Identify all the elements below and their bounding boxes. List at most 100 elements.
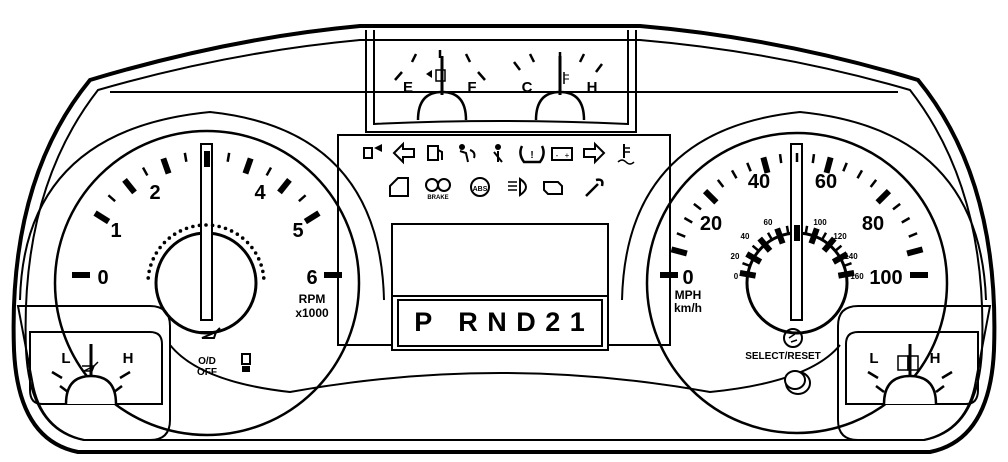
od-off-label-line2: OFF — [197, 367, 217, 378]
tach-redline-dot-22 — [253, 251, 258, 255]
battery-small-icon — [897, 355, 919, 371]
trip-odometer-reset-icon — [783, 328, 803, 348]
svg-text:!: ! — [530, 150, 533, 161]
gear-indicator-frame — [391, 295, 609, 351]
tach-redline-dot-26 — [261, 276, 266, 280]
left-turn-arrow-icon — [392, 141, 415, 165]
speedo-kmh-tick-11 — [820, 232, 828, 242]
tach-redline-dot-17 — [229, 229, 234, 233]
speedo-mph-60: 60 — [815, 171, 837, 193]
speedo-kmh-tick-7 — [785, 225, 790, 235]
speedo-tick-4 — [702, 188, 719, 205]
od-off-label-line1: O/D — [198, 356, 216, 367]
select-reset-label: SELECT/RESET — [745, 351, 821, 362]
speedo-tick-20 — [906, 246, 924, 257]
fuel-gauge: E F — [394, 50, 486, 121]
speedo-kmh-100: 100 — [813, 218, 827, 227]
tach-redline-dot-4 — [154, 251, 159, 255]
speedo-kmh-tick-13 — [833, 244, 843, 253]
tach-redline-dot-0 — [146, 276, 151, 280]
speedo-mph-100: 100 — [869, 267, 902, 289]
tach-redline-dot-24 — [259, 263, 263, 267]
speedo-kmh-0: 0 — [734, 272, 739, 281]
tach-tick-2 — [122, 178, 137, 195]
tach-number-4: 4 — [254, 182, 266, 204]
fuel-empty-label: E — [403, 79, 413, 96]
seatbelt-icon — [493, 144, 503, 163]
tach-redline-dot-6 — [162, 240, 167, 245]
speedo-max-mark — [910, 272, 928, 278]
headlight-icon — [508, 177, 527, 197]
speedo-zero-mark — [660, 272, 678, 278]
tach-number-5: 5 — [292, 220, 303, 242]
oil-low-label: L — [61, 350, 70, 367]
tach-six-mark — [324, 272, 342, 278]
tach-redline-dot-25 — [261, 269, 265, 274]
tach-redline-dot-5 — [158, 245, 162, 250]
speedo-tick-5 — [716, 179, 725, 188]
tach-redline-dot-3 — [151, 257, 156, 261]
brake-label: BRAKE — [427, 195, 448, 201]
speedometer: 0 20 40 60 80 100 0 20 40 60 100 120 140… — [621, 110, 987, 435]
speedo-kmh-tick-12 — [821, 236, 837, 253]
abs-label: ABS — [473, 186, 488, 193]
tach-tick-10 — [277, 178, 292, 195]
temp-cold-label: C — [522, 79, 533, 96]
speedo-kmh-tick-16 — [837, 269, 855, 279]
tach-tick-0 — [93, 210, 111, 225]
oil-can-icon — [200, 327, 221, 339]
coolant-temp-icon — [617, 144, 635, 165]
speedo-tick-17 — [892, 202, 901, 211]
speedo-dial-face — [645, 131, 949, 435]
tach-redline-dot-18 — [235, 232, 240, 236]
tach-tick-7 — [226, 152, 231, 162]
oil-gauge-hub — [64, 374, 118, 405]
tachometer: 0 1 2 4 5 6 RPM x1000 O/D OFF — [19, 110, 385, 437]
gear-indicator-text: P R N D 2 1 — [414, 307, 586, 337]
temperature-gauge: C H — [513, 52, 603, 121]
top-gauge-pod — [365, 30, 637, 133]
tach-redline-dot-1 — [147, 269, 151, 274]
center-display-window — [391, 223, 609, 297]
right-turn-arrow-icon — [583, 141, 606, 165]
tach-tick-5 — [183, 152, 188, 162]
speedo-tick-18 — [901, 216, 911, 224]
tach-tick-8 — [242, 157, 254, 175]
select-reset-button-icon[interactable] — [784, 370, 811, 395]
oil-pressure-small-icon — [82, 361, 99, 372]
speedo-kmh-tick-15 — [842, 261, 852, 268]
fuel-full-label: F — [467, 79, 476, 96]
speedo-kmh-120: 120 — [833, 232, 847, 241]
tach-tick-1 — [107, 194, 116, 203]
tach-outer-arc — [19, 110, 385, 301]
volt-high-label: H — [930, 350, 941, 367]
speedo-tick-6 — [730, 169, 738, 179]
speedo-kmh-tick-14 — [831, 251, 849, 265]
speedo-tick-14 — [856, 169, 864, 179]
speedo-kmh-tick-3 — [751, 244, 761, 253]
coolant-small-icon — [563, 72, 569, 84]
tach-multiplier-label: x1000 — [295, 306, 329, 320]
tach-needle — [200, 143, 213, 321]
speedo-tick-8 — [760, 156, 771, 174]
tach-redline-dot-20 — [245, 240, 250, 245]
tach-tick-4 — [160, 157, 172, 175]
speedo-kmh-tick-4 — [757, 236, 773, 253]
speedo-tick-19 — [908, 232, 918, 238]
speedo-tick-1 — [676, 232, 686, 238]
tach-number-2: 2 — [149, 182, 160, 204]
oil-pressure-gauge: L H — [16, 305, 171, 441]
tach-number-1: 1 — [110, 220, 121, 242]
tach-dial-face — [53, 129, 361, 437]
temp-gauge-hub — [534, 90, 586, 121]
speedo-kmh-tick-2 — [745, 251, 763, 265]
top-gauge-pod-inner — [373, 30, 629, 126]
tach-redline-dot-21 — [250, 245, 254, 250]
fuel-pump-icon — [427, 145, 443, 161]
speedo-mph-20: 20 — [700, 213, 722, 235]
voltmeter-gauge: L H — [837, 305, 992, 441]
speedo-mph-0: 0 — [682, 267, 693, 289]
tach-redline-dot-7 — [167, 236, 172, 240]
speedo-mph-unit: MPH — [675, 288, 702, 302]
